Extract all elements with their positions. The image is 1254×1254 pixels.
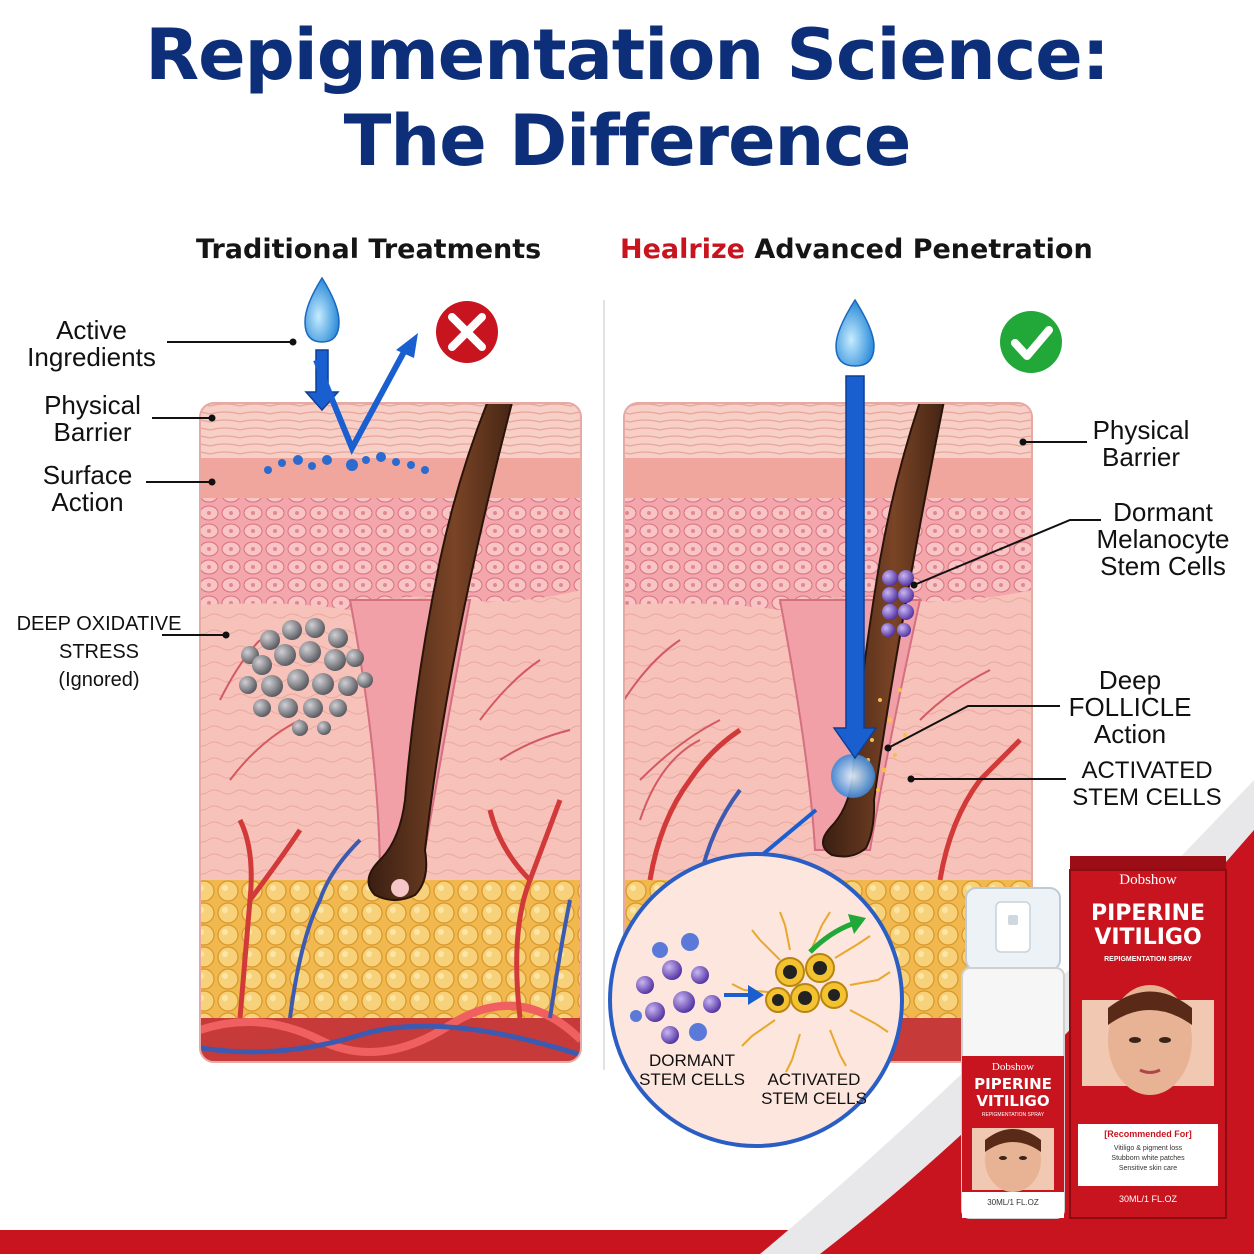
recommended-item: Sensitive skin care (1118, 1165, 1178, 1172)
label-line: STEM CELLS (761, 1089, 867, 1108)
inset-label-activated: ACTIVATED STEM CELLS (752, 1070, 876, 1108)
label-line: Active (56, 315, 127, 345)
melanocyte-cluster (881, 570, 914, 637)
label-line: DORMANT (649, 1051, 735, 1070)
oxidative-stress-cluster (239, 618, 373, 736)
bottle-name-line-1: PIPERINE (974, 1075, 1052, 1093)
label-activated-stem-cells: ACTIVATED STEM CELLS (1062, 757, 1232, 811)
label-line: Deep (1098, 665, 1162, 695)
red-x-icon (436, 301, 498, 363)
label-line: Physical (44, 390, 141, 420)
brand-name: Healrize (620, 234, 745, 265)
stem-cell-inset (608, 852, 904, 1148)
box-recommended-list: Vitiligo & pigment loss Stubborn white p… (1078, 1144, 1218, 1174)
box-brand: Dobshow (1119, 872, 1177, 888)
box-volume: 30ML/1 FL.OZ (1118, 1194, 1178, 1204)
label-surface-action: Surface Action (30, 462, 145, 516)
label-line: Physical (1092, 415, 1190, 445)
label-line: ACTIVATED (1081, 757, 1213, 784)
left-skin-cross-section (200, 403, 581, 1062)
label-line: Ingredients (27, 342, 156, 372)
label-physical-barrier-left: Physical Barrier (30, 392, 155, 446)
long-arrow-down-icon (832, 375, 878, 760)
water-drop-icon-right (835, 298, 875, 367)
box-recommended-heading: [Recommended For] (1104, 1129, 1192, 1139)
label-physical-barrier-right: Physical Barrier (1080, 417, 1202, 471)
label-dormant-melanocyte: Dormant Melanocyte Stem Cells (1084, 499, 1242, 580)
bottle-subtitle: REPIGMENTATION SPRAY (981, 1112, 1045, 1118)
bottle-product-name: PIPERINE VITILIGO (962, 1076, 1064, 1110)
box-subtitle: REPIGMENTATION SPRAY (1104, 956, 1192, 963)
recommended-item: Stubborn white patches (1111, 1155, 1185, 1162)
label-line: Barrier (53, 417, 132, 447)
label-deep-follicle: Deep FOLLICLE Action (1056, 667, 1204, 748)
bottle-volume: 30ML/1 FL.OZ (987, 1198, 1039, 1207)
label-active-ingredients: Active Ingredients (14, 317, 169, 371)
bottle-name-line-2: VITILIGO (976, 1092, 1050, 1110)
product-box (1069, 856, 1227, 1219)
label-line: Action (1093, 719, 1167, 749)
page-title-line-1: Repigmentation Science: (145, 14, 1109, 96)
label-line: ACTIVATED (767, 1070, 861, 1089)
label-line: STEM CELLS (639, 1070, 745, 1089)
label-line: STRESS (58, 641, 140, 663)
label-line: DEEP OXIDATIVE (16, 613, 182, 635)
label-line: Stem Cells (1100, 551, 1226, 581)
bottle-brand: Dobshow (991, 1061, 1035, 1073)
box-name-line-2: VITILIGO (1094, 925, 1202, 950)
bounce-arrow-icon (313, 348, 408, 456)
right-panel-heading: Healrize Advanced Penetration (620, 234, 1093, 265)
recommended-item: Vitiligo & pigment loss (1113, 1145, 1183, 1152)
page-title-line-2: The Difference (343, 100, 912, 182)
box-name-line-1: PIPERINE (1090, 901, 1206, 926)
surface-droplets (264, 452, 429, 474)
box-product-name: PIPERINE VITILIGO (1070, 902, 1226, 950)
heading-rest: Advanced Penetration (744, 234, 1093, 265)
label-line: Surface (42, 460, 133, 490)
label-line: FOLLICLE (1068, 692, 1192, 722)
label-line: Melanocyte (1096, 524, 1230, 554)
green-check-icon (1000, 311, 1062, 373)
label-oxidative-stress: DEEP OXIDATIVE STRESS (Ignored) (6, 610, 192, 694)
inset-label-dormant: DORMANT STEM CELLS (630, 1051, 754, 1089)
water-drop-icon (304, 276, 340, 343)
label-line: STEM CELLS (1072, 784, 1222, 811)
product-bottle (961, 887, 1065, 1219)
label-line: (Ignored) (58, 669, 140, 691)
label-line: Dormant (1113, 497, 1213, 527)
label-line: Barrier (1101, 442, 1180, 472)
label-line: Action (51, 487, 124, 517)
left-panel-heading: Traditional Treatments (196, 234, 542, 265)
arrow-up-head-icon (396, 333, 418, 358)
